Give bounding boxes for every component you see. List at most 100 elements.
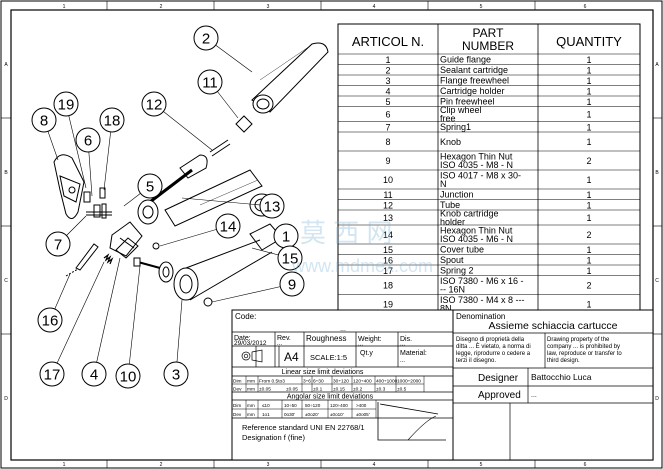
balloon-16 <box>37 307 63 333</box>
balloon-number: 15 <box>282 251 299 268</box>
bom-part-name: free <box>440 114 456 124</box>
angular-dev-cell: ±0o05' <box>356 412 370 417</box>
date-value: 29/03/2012 <box>234 340 267 347</box>
bom-part-name: Cartridge holder <box>440 86 505 96</box>
balloon-number: 8 <box>40 113 48 130</box>
angular-dev-cell: ±0o20' <box>305 412 319 417</box>
bom-quantity: 1 <box>586 65 591 75</box>
bom-item-number: 18 <box>383 281 393 291</box>
balloon-number: 14 <box>220 219 237 236</box>
linear-dev-cell: ±0.05 <box>286 387 298 393</box>
bom-part-name: Cover tube <box>440 245 484 255</box>
balloon-number: 11 <box>202 75 218 92</box>
zone-row-label: C <box>4 278 8 284</box>
angular-dim-cell: ≤10 <box>262 403 270 408</box>
angular-dev-cell: mm <box>247 412 255 417</box>
balloon-13 <box>259 193 285 219</box>
nuts <box>152 234 298 307</box>
rev-value: ... <box>277 341 282 347</box>
bom-item-number: 1 <box>385 55 390 65</box>
dis-value: ... <box>400 342 405 348</box>
flange-freewheel <box>158 261 174 283</box>
bom-part-name: Spring1 <box>440 122 471 132</box>
balloon-7 <box>45 231 71 257</box>
bom-quantity: 1 <box>586 300 591 310</box>
balloon-18 <box>99 107 125 133</box>
qty-label: Qt.y <box>360 350 373 357</box>
balloon-15 <box>277 245 303 271</box>
property-notice-it: Disegno di proprietà della <box>456 337 525 343</box>
watermark-logo: 莫 西 网 <box>300 218 392 248</box>
bom-part-name: ISO 4035 - M8 - N <box>440 160 513 170</box>
bom-item-number: 8 <box>385 137 390 147</box>
bom-part-name: Spout <box>440 255 464 265</box>
bom-part-name: Guide flange <box>440 55 491 65</box>
angular-dim-cell: mm <box>247 403 255 408</box>
bom-quantity: 1 <box>586 110 591 120</box>
linear-dev-cell: Dev <box>233 387 242 393</box>
material-value: ... <box>400 358 405 364</box>
zone-row-label: A <box>4 62 8 68</box>
bom-part-name: Knob cartridge <box>440 209 499 219</box>
bom-part-name: Spring 2 <box>440 266 474 276</box>
designer-label: Designer <box>478 373 519 384</box>
zone-row-label: C <box>655 278 659 284</box>
sheet-size: A4 <box>284 350 299 364</box>
balloon-6 <box>75 127 101 153</box>
spout <box>65 243 99 277</box>
tube <box>145 139 231 207</box>
bom-item-number: 2 <box>385 65 390 75</box>
linear-dim-cell: 400÷1000 <box>376 379 398 385</box>
bom-item-number: 7 <box>385 122 390 132</box>
bom-quantity: 1 <box>586 200 591 210</box>
zone-col-label: 4 <box>373 462 376 468</box>
property-notice-it: ditta ... È vietato, a norma di <box>456 343 531 350</box>
bom-row: 2 Sealant cartridge 1 <box>385 65 591 75</box>
linear-dev-cell: ±0.3 <box>376 387 386 393</box>
balloon-number: 1 <box>282 229 290 246</box>
code-value: ... <box>340 326 346 333</box>
linear-dim-cell: Dim <box>233 379 242 385</box>
bom-part-name: Junction <box>440 190 474 200</box>
angular-dev-cell: 1o1 <box>262 412 270 417</box>
designer-name: Battocchio Luca <box>531 372 592 382</box>
zone-col-label: 2 <box>160 462 163 468</box>
bom-quantity: 1 <box>586 266 591 276</box>
balloon-number: 2 <box>202 31 210 48</box>
scale: SCALE:1:5 <box>310 353 347 362</box>
material-label: Material: <box>400 350 427 357</box>
linear-dim-cell: 6÷30 <box>313 379 324 385</box>
zone-col-label: 2 <box>160 4 163 10</box>
zone-col-label: 5 <box>480 4 483 10</box>
zone-col-label: 4 <box>373 4 376 10</box>
bom-part-name: Sealant cartridge <box>440 65 508 75</box>
angular-dim-cell: >400 <box>356 403 367 408</box>
bom-part-name: Clip wheel <box>440 105 482 115</box>
bom-part-name: Flange freewheel <box>440 76 509 86</box>
bom-item-number: 5 <box>385 97 390 107</box>
balloon-number: 3 <box>172 367 180 384</box>
zone-col-label: 3 <box>267 4 270 10</box>
linear-dev-cell: ±0.05 <box>259 387 271 393</box>
bom-quantity: 1 <box>586 97 591 107</box>
bom-quantity: 1 <box>586 76 591 86</box>
linear-dev-cell: ±0.2 <box>353 387 363 393</box>
approved-value: ... <box>531 392 537 399</box>
balloon-10 <box>115 363 141 389</box>
bom-part-name: ISO 7380 - M6 x 16 - <box>440 276 524 286</box>
bom-header-articol: ARTICOL N. <box>352 34 424 49</box>
balloon-number: 19 <box>58 97 75 114</box>
bom-item-number: 4 <box>385 86 390 96</box>
